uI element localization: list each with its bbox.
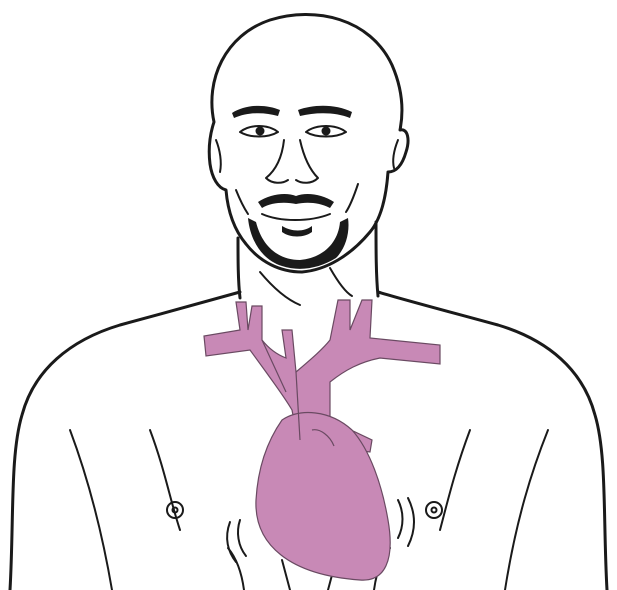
right-eye	[306, 126, 346, 137]
left-eye	[240, 126, 278, 137]
eyebrows	[232, 106, 352, 118]
beard	[248, 194, 349, 269]
heart	[256, 413, 390, 581]
nose	[266, 140, 318, 183]
right-nipple	[426, 502, 442, 518]
